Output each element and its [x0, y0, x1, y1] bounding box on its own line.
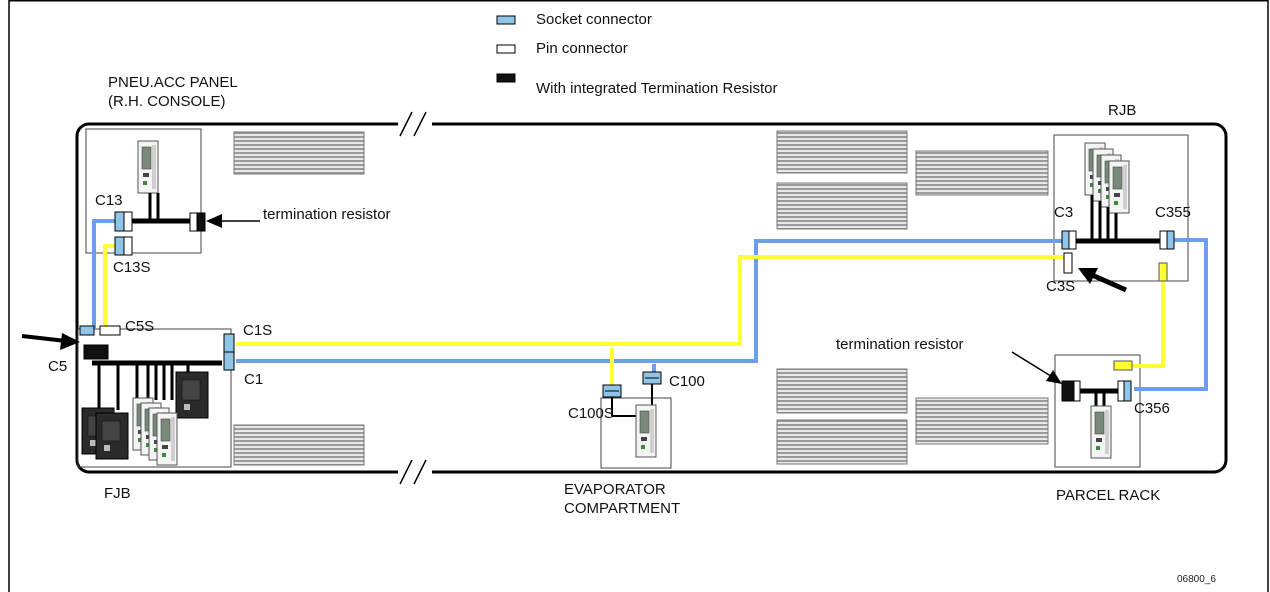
bus-outline — [75, 122, 1228, 474]
ecu-unit — [1090, 405, 1112, 459]
location-label-evaporator: EVAPORATOR — [564, 481, 666, 498]
legend-termination-label: With integrated Termination Resistor — [536, 80, 778, 97]
legend-socket-swatch — [496, 15, 516, 25]
yellow-wire-end — [1158, 262, 1168, 282]
can-wire-yellow — [236, 255, 1068, 346]
connector-c356-socket — [1123, 380, 1132, 402]
break-mark-top — [398, 111, 432, 137]
vent — [915, 397, 1049, 445]
ecu-unit — [137, 140, 159, 194]
vent — [915, 150, 1049, 196]
connector-label-c5s: C5S — [125, 318, 154, 335]
location-label-rjb: RJB — [1108, 102, 1136, 119]
vent — [233, 424, 365, 466]
legend-pin-swatch — [496, 44, 516, 54]
evaporator-box — [600, 397, 672, 469]
connector-c355-pin — [1159, 230, 1168, 250]
rjb-box — [1053, 134, 1189, 282]
location-label-pneu-console: (R.H. CONSOLE) — [108, 93, 226, 110]
location-label-pneu-panel: PNEU.ACC PANEL — [108, 74, 238, 91]
location-label-compartment: COMPARTMENT — [564, 500, 680, 517]
connector-c356-pin — [1117, 380, 1125, 402]
ecu-unit — [1108, 160, 1130, 214]
can-wire-yellow — [103, 244, 118, 331]
pneu-panel-internals — [114, 140, 206, 256]
connector-c1-socket — [223, 351, 235, 371]
termination-arrow-bottom — [1011, 351, 1062, 384]
ecu-unit — [635, 404, 657, 458]
parcel-rack-internals — [1061, 360, 1133, 459]
connector-label-c100s: C100S — [568, 405, 614, 422]
fjb-box — [77, 328, 232, 468]
vents — [233, 130, 1049, 466]
pneu-panel-box — [85, 128, 202, 254]
c3s-arrow — [1078, 268, 1128, 293]
c5-arrow — [21, 333, 80, 350]
annotation-termination-bottom: termination resistor — [836, 336, 964, 353]
termination-resistor-block — [196, 212, 206, 232]
fjb-internals — [79, 325, 235, 466]
connector-c13-pin — [123, 211, 133, 232]
connector-label-c355: C355 — [1155, 204, 1191, 221]
can-wire-yellow — [1130, 272, 1165, 368]
connector-label-c13: C13 — [95, 192, 123, 209]
connector-label-c1: C1 — [244, 371, 263, 388]
connector-c1s-socket — [223, 333, 235, 353]
connector-c13s-pin — [123, 236, 133, 256]
connector-label-c1s: C1S — [243, 322, 272, 339]
connector-c5s-socket — [79, 325, 95, 336]
location-label-fjb: FJB — [104, 485, 131, 502]
parcel-rack-box — [1054, 354, 1141, 468]
yellow-wire-end — [1113, 360, 1133, 371]
connector-c3-socket — [1061, 230, 1070, 250]
figure-code: 06800_6 — [1177, 574, 1216, 585]
connector-c5-terminator — [83, 344, 109, 360]
ecu-unit — [156, 412, 178, 466]
location-label-parcel-rack: PARCEL RACK — [1056, 487, 1160, 504]
termination-resistor-block — [1061, 380, 1075, 402]
connector-c13-socket — [114, 211, 125, 232]
annotation-termination-top: termination resistor — [263, 206, 391, 223]
termination-pin — [1073, 380, 1081, 402]
ecu-unit-dark — [95, 412, 129, 460]
connector-label-c3: C3 — [1054, 204, 1073, 221]
connector-label-c13s: C13S — [113, 259, 151, 276]
rjb-internals — [1061, 142, 1175, 282]
connector-label-c356: C356 — [1134, 400, 1170, 417]
connector-c3s-pin — [1063, 252, 1073, 274]
vent — [776, 182, 908, 230]
connector-c13s-socket — [114, 236, 125, 256]
connector-label-c3s: C3S — [1046, 278, 1075, 295]
vent — [776, 419, 908, 465]
can-wire-blue — [1134, 238, 1208, 391]
evaporator-internals — [602, 371, 662, 458]
termination-arrow-top — [206, 214, 260, 228]
vent — [776, 130, 908, 174]
connector-label-c100: C100 — [669, 373, 705, 390]
connector-label-c5: C5 — [48, 358, 67, 375]
legend-termination-swatch — [496, 73, 516, 83]
can-wire-blue — [92, 219, 122, 330]
connector-c3-pin — [1068, 230, 1077, 250]
can-wire-blue — [236, 239, 1068, 363]
connector-c355-socket — [1166, 230, 1175, 250]
legend-socket-label: Socket connector — [536, 11, 652, 28]
break-mark-bottom — [398, 459, 432, 485]
vent — [776, 368, 908, 414]
legend-pin-label: Pin connector — [536, 40, 628, 57]
connector-c5s-pin — [99, 325, 121, 336]
can-wires — [92, 219, 1208, 391]
vent — [233, 131, 365, 175]
legend: Socket connector Pin connector With inte… — [496, 11, 778, 97]
ecu-unit-dark — [175, 371, 209, 419]
